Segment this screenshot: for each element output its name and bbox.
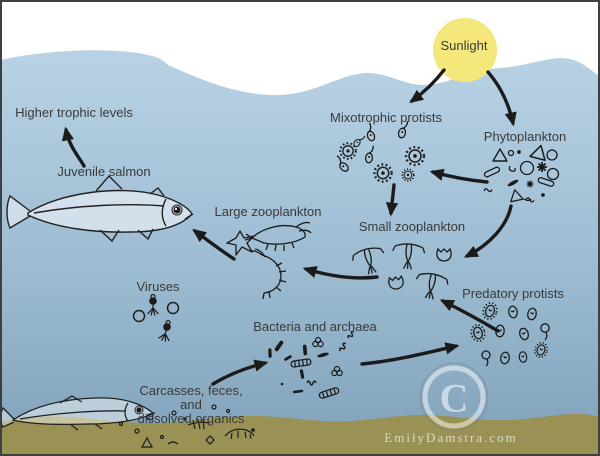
- seabed-debris-illustration: [118, 404, 255, 448]
- arrow-carcasses-to-bacteria: [211, 359, 269, 386]
- arrow-mixotrophic-to-small-zooplankton: [385, 183, 399, 217]
- bacteria-archaea-illustration: [268, 330, 356, 400]
- label-bacteria-archaea: Bacteria and archaea: [253, 319, 377, 334]
- phytoplankton-illustration: [483, 142, 560, 203]
- arrow-salmon-to-higher-trophic: [61, 126, 86, 168]
- label-mixotrophic-protists: Mixotrophic protists: [330, 110, 442, 125]
- label-carcasses-line2: dissolved organics: [137, 411, 245, 426]
- large-zooplankton-illustration: [226, 221, 312, 300]
- label-large-zooplankton: Large zooplankton: [214, 204, 322, 219]
- copyright-watermark: C: [419, 362, 489, 432]
- label-juvenile-salmon: Juvenile salmon: [57, 164, 151, 179]
- label-sunlight: Sunlight: [440, 38, 488, 53]
- water-body: [0, 50, 600, 456]
- label-phytoplankton: Phytoplankton: [483, 129, 567, 144]
- copyright-symbol: C: [440, 376, 469, 421]
- juvenile-salmon-illustration: [6, 174, 194, 243]
- arrow-phytoplankton-to-small-zooplankton: [463, 204, 513, 258]
- label-higher-trophic-levels: Higher trophic levels: [15, 105, 133, 120]
- sun-icon: [433, 18, 497, 82]
- arrow-phytoplankton-to-mixotrophic: [429, 168, 489, 184]
- label-predatory-protists: Predatory protists: [462, 286, 564, 301]
- flow-arrows: [61, 68, 517, 386]
- arrow-bacteria-to-predatory: [360, 342, 460, 366]
- label-viruses: Viruses: [136, 279, 180, 294]
- carcass-fish-illustration: [0, 395, 156, 431]
- viruses-illustration: [132, 293, 180, 343]
- label-small-zooplankton: Small zooplankton: [358, 219, 466, 234]
- predatory-protists-illustration: [468, 300, 550, 367]
- label-carcasses-line1: Carcasses, feces, and: [139, 383, 243, 412]
- artist-credit: EmilyDamstra.com: [384, 430, 518, 445]
- arrow-large-zooplankton-to-salmon: [192, 228, 236, 261]
- arrow-small-to-large-zooplankton: [302, 266, 379, 280]
- arrow-sun-to-phytoplankton: [486, 70, 517, 127]
- label-carcasses-organics: Carcasses, feces, and dissolved organics: [131, 384, 251, 426]
- arrow-predatory-to-small-zooplankton: [439, 299, 500, 333]
- arrow-sun-to-mixotrophic: [409, 68, 446, 104]
